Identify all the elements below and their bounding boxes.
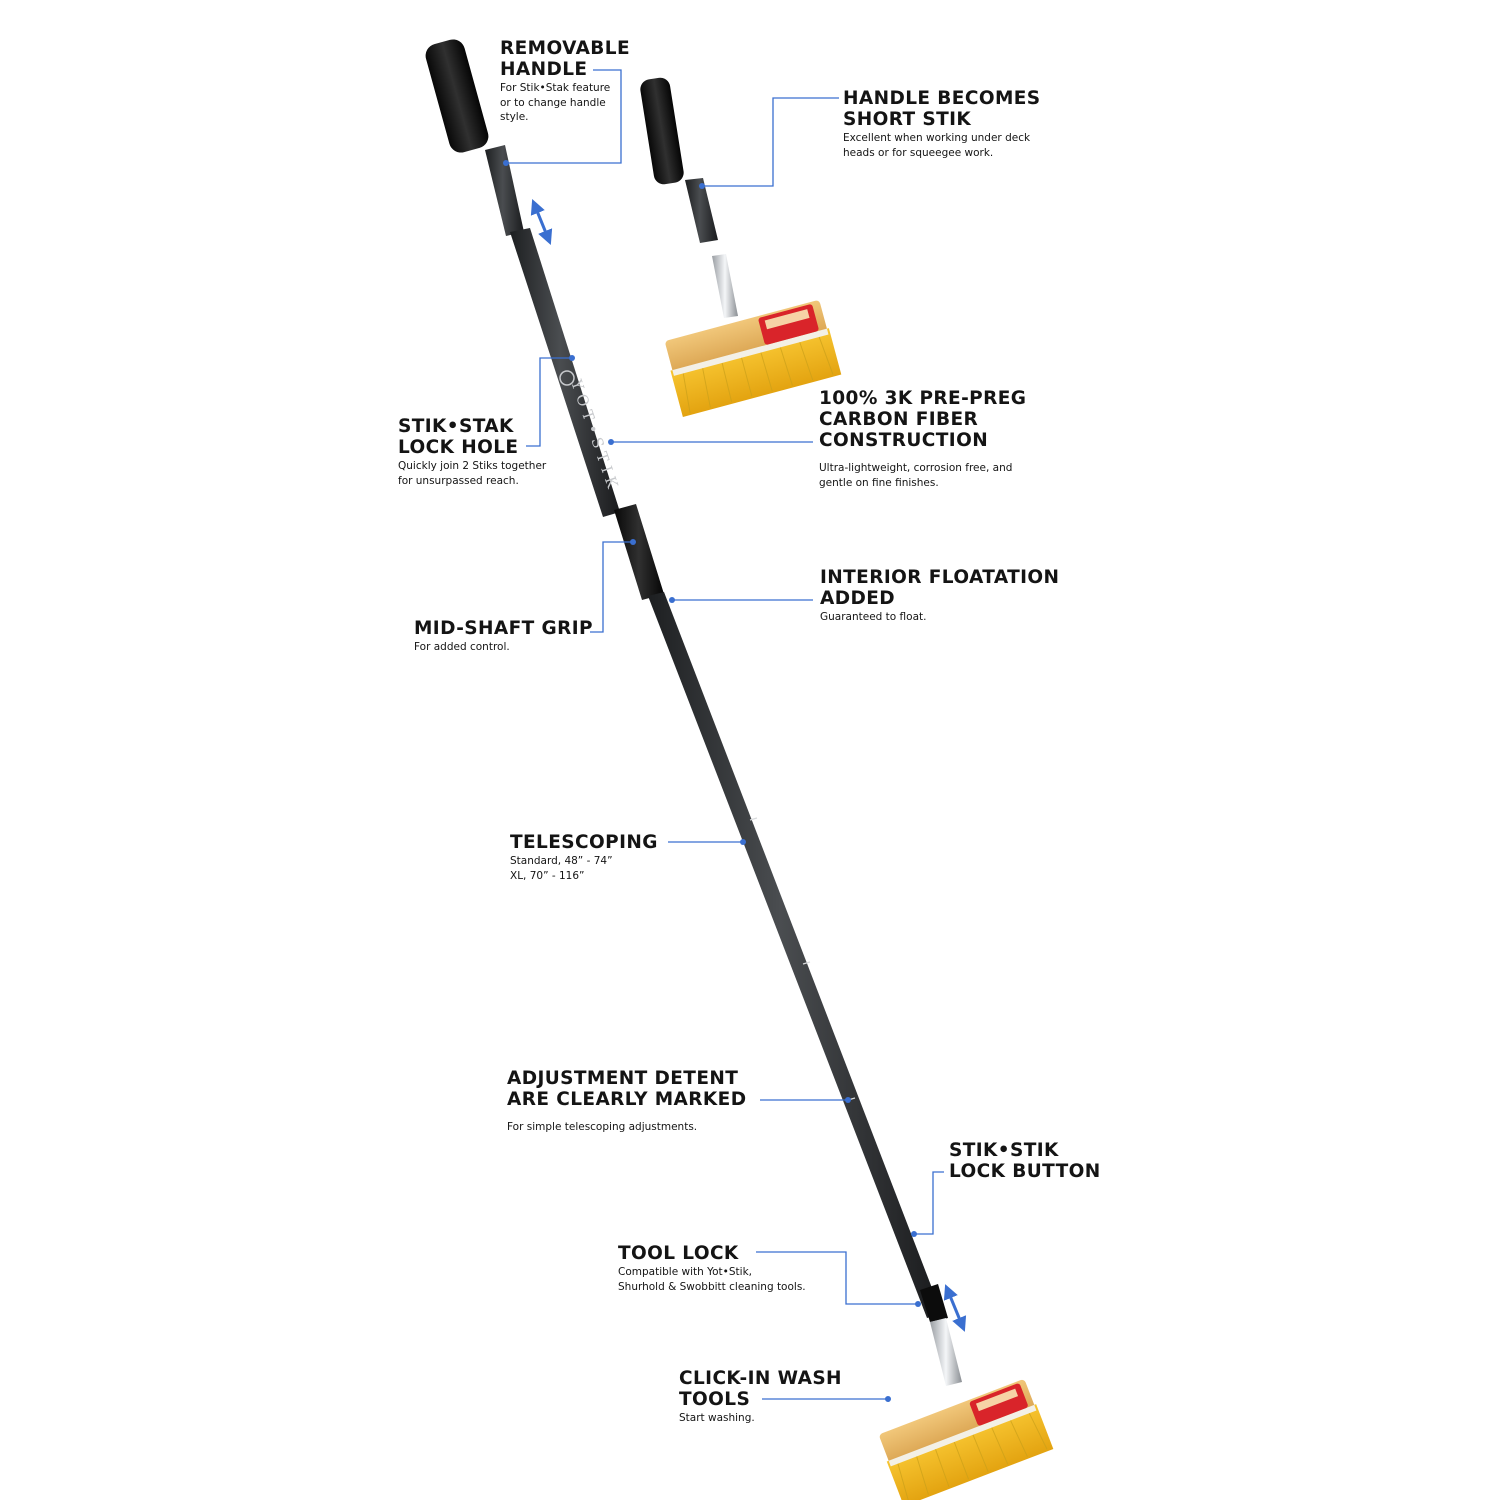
- callout-title: TOOLS: [679, 1389, 751, 1410]
- short-stik-assembly: [640, 77, 842, 417]
- callout-title: HANDLE BECOMES: [843, 88, 1041, 109]
- callout-mid-grip: MID-SHAFT GRIP For added control.: [414, 618, 593, 654]
- carbon-shaft-lower: [648, 592, 942, 1318]
- callout-desc: Quickly join 2 Stiks together: [398, 460, 547, 472]
- handle-release-arrow: [530, 199, 553, 245]
- leader-lines: [506, 69, 944, 1400]
- callout-desc: XL, 70” - 116”: [510, 869, 585, 882]
- callout-desc: Compatible with Yot•Stik,: [618, 1266, 752, 1278]
- callout-desc: Shurhold & Swobbitt cleaning tools.: [618, 1280, 806, 1293]
- callout-desc: heads or for squeegee work.: [843, 146, 994, 159]
- click-in-wash-brush-main: [879, 1379, 1054, 1500]
- callout-desc: Standard, 48” - 74”: [510, 855, 613, 867]
- callout-title: SHORT STIK: [843, 109, 972, 130]
- callout-title: STIK•STAK: [398, 416, 514, 437]
- callout-floatation: INTERIOR FLOATATION ADDED Guaranteed to …: [820, 567, 1059, 624]
- callout-desc: gentle on fine finishes.: [819, 476, 939, 489]
- leader-mid-grip: [590, 541, 633, 633]
- callout-desc: for unsurpassed reach.: [398, 474, 519, 487]
- callout-desc: Ultra-lightweight, corrosion free, and: [819, 462, 1013, 474]
- callout-title: INTERIOR FLOATATION: [820, 567, 1060, 588]
- callout-desc: Start washing.: [679, 1412, 755, 1424]
- tool-lock-collar: [920, 1284, 948, 1322]
- callout-title: 100% 3K PRE-PREG: [819, 388, 1027, 409]
- callout-title: HANDLE: [500, 59, 588, 80]
- callout-title: CARBON FIBER: [819, 409, 979, 430]
- callout-title: ARE CLEARLY MARKED: [507, 1089, 747, 1110]
- callout-removable-handle: REMOVABLE HANDLE For Stik•Stak feature o…: [500, 38, 630, 124]
- callout-wash-tools: CLICK-IN WASH TOOLS Start washing.: [679, 1368, 842, 1425]
- callout-title: TOOL LOCK: [618, 1243, 739, 1264]
- callout-title: TELESCOPING: [510, 832, 658, 853]
- removable-handle-section: [425, 39, 524, 236]
- callout-telescoping: TELESCOPING Standard, 48” - 74” XL, 70” …: [510, 832, 658, 882]
- leader-dots: [503, 160, 921, 1402]
- leader-removable-handle: [506, 69, 622, 164]
- callout-desc: For added control.: [414, 641, 510, 653]
- callout-title: STIK•STIK: [949, 1140, 1059, 1161]
- callout-title: ADJUSTMENT DETENT: [507, 1068, 739, 1089]
- leader-lock-button: [914, 1171, 944, 1235]
- callout-desc: Excellent when working under deck: [843, 132, 1031, 144]
- carbon-shaft-upper: [510, 228, 620, 517]
- callout-title: MID-SHAFT GRIP: [414, 618, 593, 639]
- callout-carbon-fiber: 100% 3K PRE-PREG CARBON FIBER CONSTRUCTI…: [819, 388, 1026, 489]
- tool-release-arrow: [943, 1284, 967, 1332]
- callout-title: LOCK BUTTON: [949, 1161, 1101, 1182]
- callout-title: ADDED: [820, 588, 896, 609]
- callout-title: CLICK-IN WASH: [679, 1368, 842, 1389]
- callout-title: LOCK HOLE: [398, 437, 519, 458]
- callout-title: REMOVABLE: [500, 38, 631, 59]
- leader-tool-lock: [756, 1251, 918, 1305]
- callout-desc: For simple telescoping adjustments.: [507, 1121, 698, 1133]
- leader-lock-hole: [526, 357, 572, 447]
- callout-lock-hole: STIK•STAK LOCK HOLE Quickly join 2 Stiks…: [398, 416, 546, 487]
- callout-title: CONSTRUCTION: [819, 430, 989, 451]
- callout-desc: style.: [500, 111, 529, 123]
- callout-short-stik: HANDLE BECOMES SHORT STIK Excellent when…: [843, 88, 1041, 159]
- tool-ferrule: [930, 1318, 962, 1386]
- callout-lock-button: STIK•STIK LOCK BUTTON: [949, 1140, 1101, 1182]
- callout-desc: Guaranteed to float.: [820, 611, 927, 623]
- main-pole: YOT•STIK: [425, 39, 962, 1386]
- mid-shaft-grip: [614, 504, 664, 600]
- leader-short-stik: [702, 97, 839, 187]
- callout-desc: For Stik•Stak feature: [500, 82, 611, 94]
- callout-tool-lock: TOOL LOCK Compatible with Yot•Stik, Shur…: [618, 1243, 806, 1293]
- callout-desc: or to change handle: [500, 96, 606, 109]
- callout-detent: ADJUSTMENT DETENT ARE CLEARLY MARKED For…: [507, 1068, 746, 1134]
